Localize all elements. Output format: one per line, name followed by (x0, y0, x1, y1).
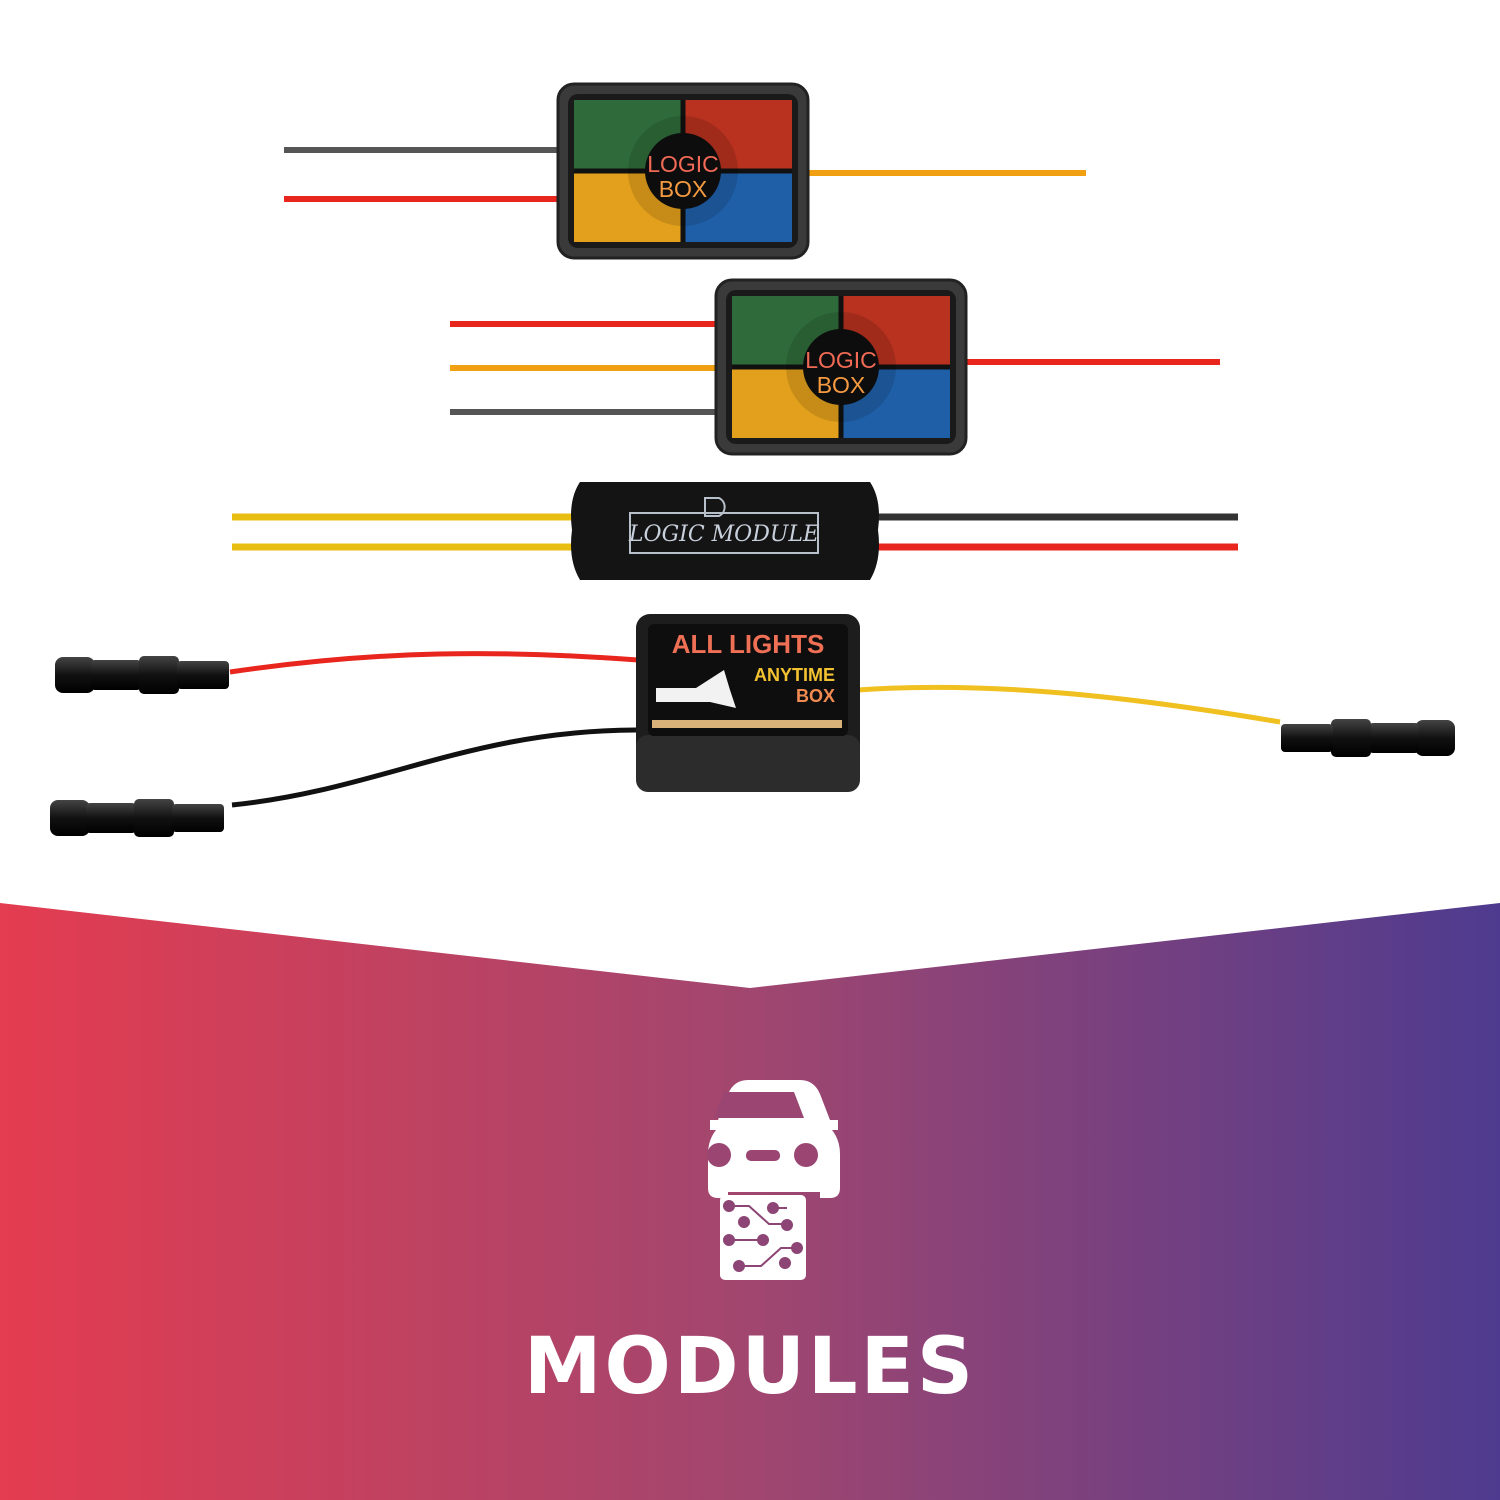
logic-box-label: BOX (659, 176, 708, 202)
all-lights-anytime-box: ALL LIGHTS ANYTIME BOX (50, 614, 1455, 837)
logic-box-1: LOGIC BOX (284, 84, 1086, 258)
logic-module-label: LOGIC MODULE (628, 522, 819, 547)
logic-module: LOGIC MODULE (232, 482, 1238, 580)
logic-box-label: LOGIC (805, 347, 877, 373)
box-label-line2: ANYTIME (754, 665, 835, 685)
logic-box-label: BOX (817, 372, 866, 398)
logic-box-2: LOGIC BOX (450, 280, 1220, 454)
logic-box-label: LOGIC (647, 151, 719, 177)
car-circuit-icon (707, 1080, 840, 1280)
box-label-line1: ALL LIGHTS (672, 629, 825, 659)
banner-title: MODULES (523, 1322, 977, 1412)
box-label-line3: BOX (796, 686, 835, 706)
